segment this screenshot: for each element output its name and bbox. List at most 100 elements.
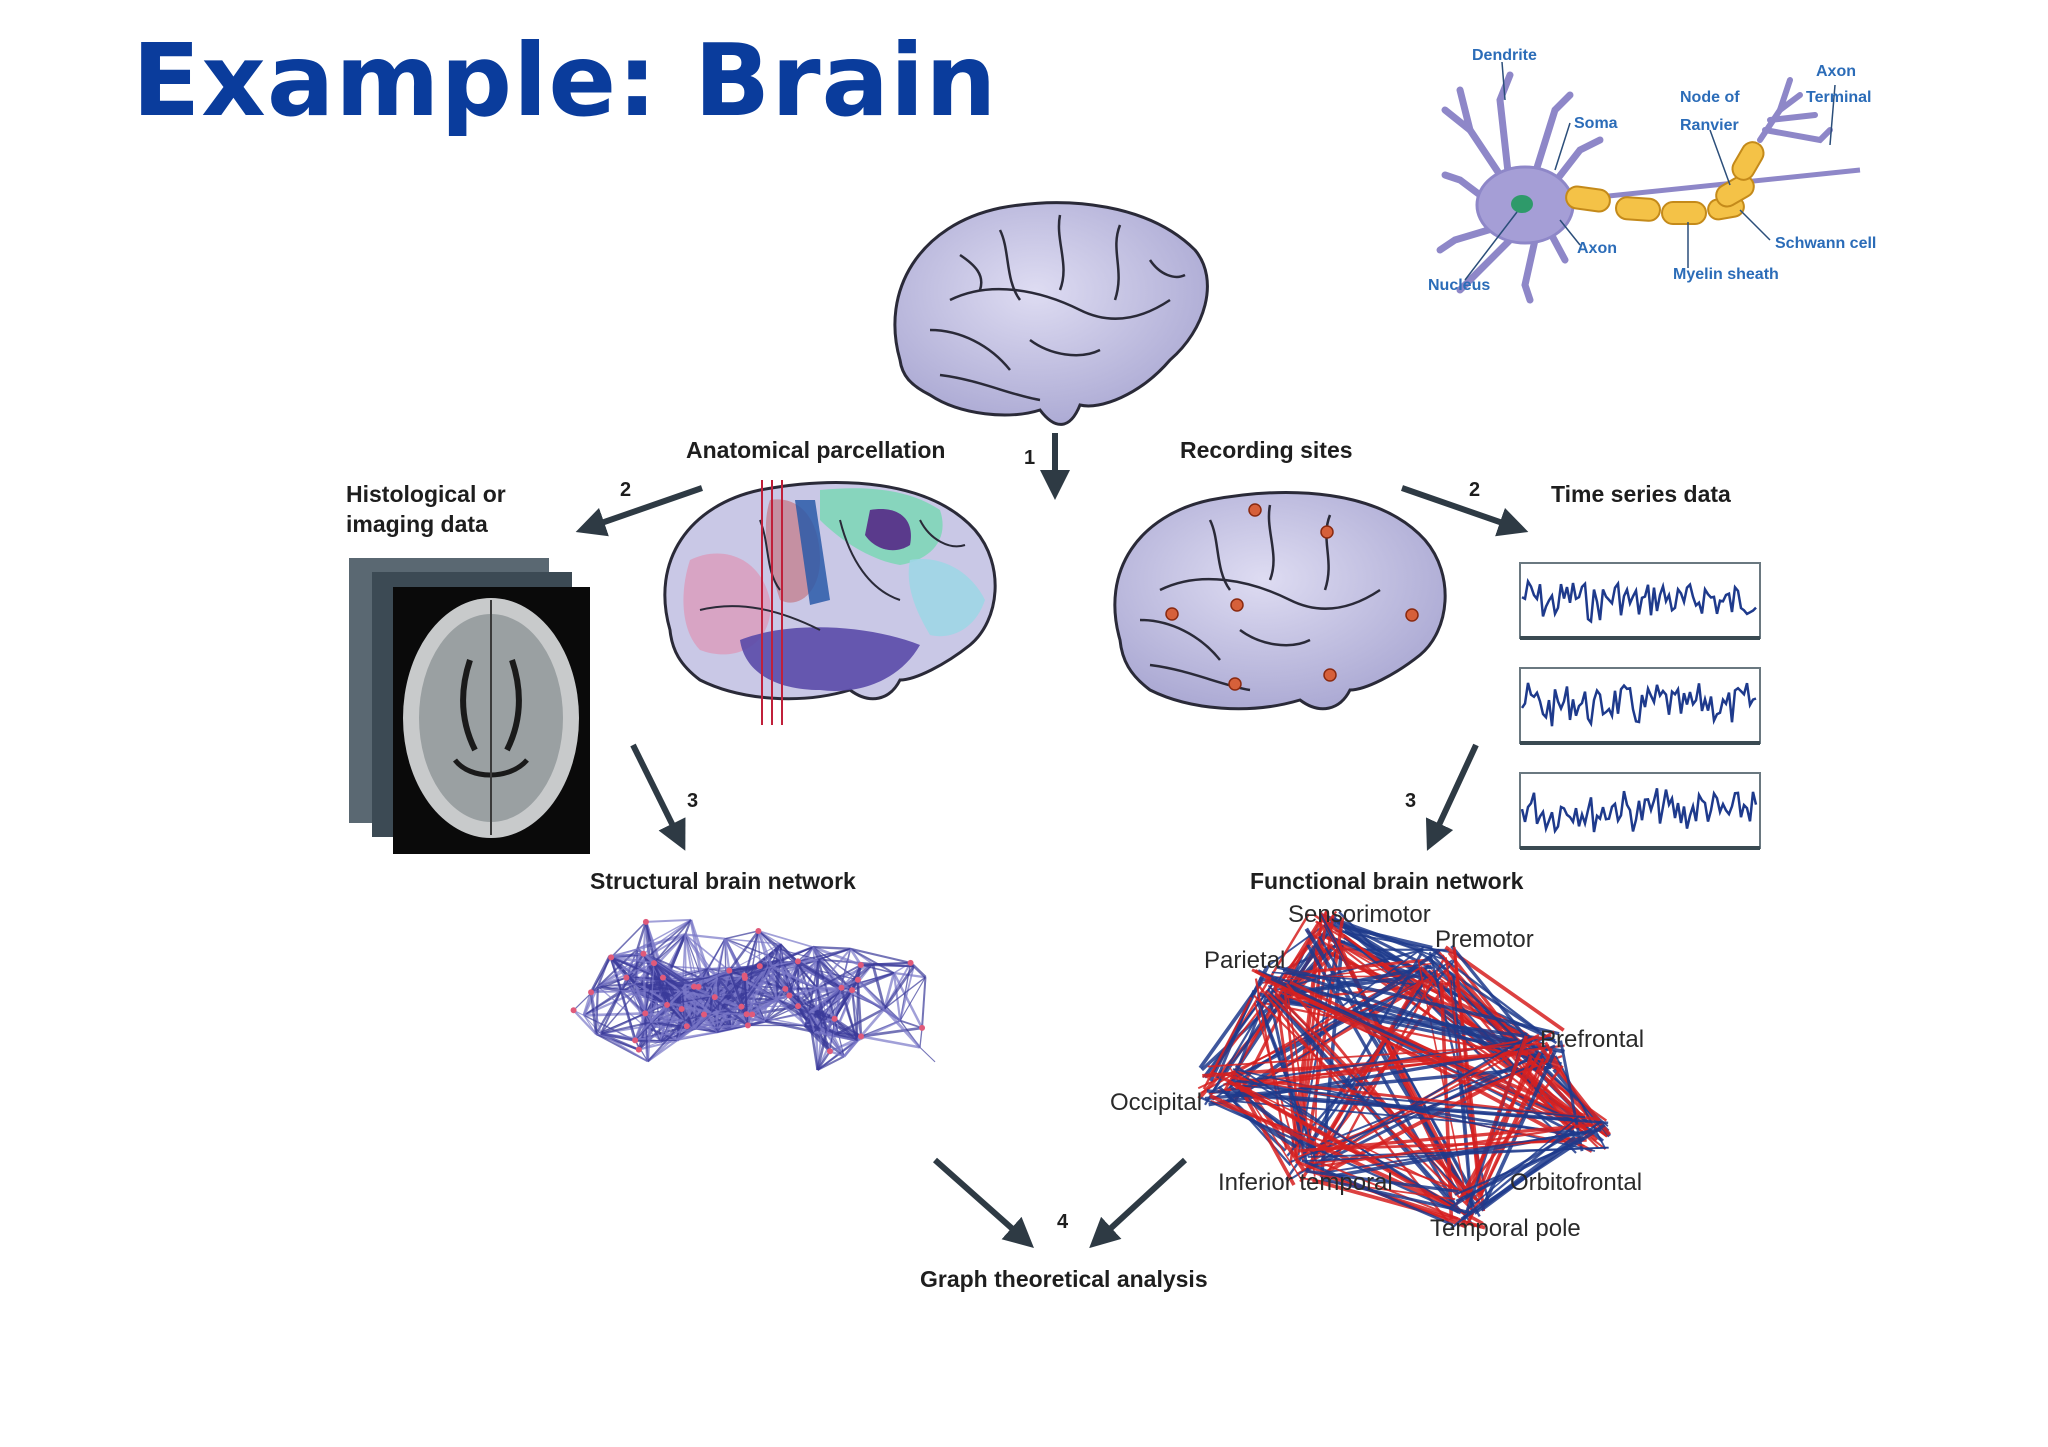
structural-edge (653, 919, 692, 964)
structural-edge (665, 981, 685, 1021)
functional-edge (1236, 1082, 1451, 1192)
structural-edge (642, 953, 647, 1014)
structural-edge (583, 989, 622, 1017)
structural-edge (812, 945, 851, 950)
structural-edge (816, 964, 862, 990)
structural-edge (841, 987, 885, 1010)
top-brain (893, 201, 1209, 426)
structural-node (683, 1023, 690, 1030)
functional-edge (1320, 1161, 1482, 1229)
structural-edge (610, 921, 647, 958)
structural-edge (757, 930, 799, 963)
structural-edge (653, 962, 684, 993)
structural-edge (728, 930, 760, 972)
structural-edge (743, 947, 778, 977)
structural-edge (883, 972, 896, 1010)
structural-edge (770, 965, 778, 1000)
structural-edge (729, 964, 772, 972)
structural-edge (829, 1018, 836, 1052)
structural-edge (681, 991, 686, 1021)
functional-edge (1234, 1069, 1306, 1172)
region-inferior-temporal: Inferior temporal (1218, 1169, 1393, 1196)
functional-edge (1480, 1120, 1603, 1212)
functional-edge (1301, 1159, 1454, 1227)
structural-edge (919, 1027, 923, 1048)
structural-edge (724, 938, 772, 967)
label-histological-line-2: imaging data (346, 511, 488, 537)
structural-node (738, 1003, 745, 1010)
structural-edge (670, 1001, 712, 1015)
functional-edge (1230, 1083, 1586, 1119)
structural-edge (797, 960, 843, 989)
arrow-step-4-left (933, 1157, 1034, 1248)
structural-edge (600, 1012, 646, 1035)
structural-edge (779, 943, 819, 990)
structural-edge (803, 1024, 831, 1053)
structural-edge (676, 1011, 713, 1042)
structural-edge (637, 919, 692, 950)
structural-edge (669, 990, 684, 1005)
structural-edge (649, 963, 655, 1023)
functional-edge (1321, 1177, 1472, 1215)
structural-edge (775, 960, 799, 1001)
recording-brain (1113, 491, 1447, 711)
structural-edge (650, 1019, 685, 1024)
parcellation-brain (663, 480, 997, 725)
functional-edge (1304, 917, 1345, 1155)
structural-edge (597, 985, 622, 993)
structural-edge (817, 986, 842, 990)
structural-edge (770, 964, 818, 990)
structural-edge (856, 978, 886, 1010)
structural-network-graph (570, 918, 936, 1071)
structural-node (826, 1048, 833, 1055)
structural-node (743, 1011, 750, 1018)
structural-edge (909, 961, 927, 979)
functional-edge (1232, 1068, 1596, 1152)
functional-edge (1308, 1126, 1576, 1169)
functional-edge (1228, 1037, 1552, 1085)
structural-edge (829, 1040, 858, 1052)
neuron-leader-lines (1464, 61, 1836, 281)
structural-node (711, 994, 718, 1001)
step-number-2-left: 2 (620, 479, 631, 501)
structural-edge (590, 992, 602, 1034)
label-schwann-cell: Schwann cell (1775, 235, 1876, 252)
structural-node (755, 927, 762, 934)
structural-edge (816, 987, 836, 1020)
structural-node (795, 1003, 802, 1010)
structural-edge (676, 1020, 685, 1041)
structural-edge (649, 1021, 662, 1043)
structural-edge (860, 964, 895, 974)
functional-edge (1274, 992, 1485, 1208)
functional-edge (1257, 1000, 1544, 1062)
structural-edge (856, 979, 859, 1041)
structural-edge (572, 1009, 597, 1035)
structural-edge (813, 987, 842, 1033)
structural-node (608, 954, 615, 961)
region-parietal: Parietal (1204, 947, 1285, 974)
structural-edge (808, 1012, 835, 1020)
structural-edge (681, 969, 730, 993)
structural-edge (757, 930, 761, 967)
structural-edge (716, 977, 721, 1012)
structural-edge (892, 972, 902, 1021)
functional-edge (1524, 1068, 1598, 1142)
structural-edge (669, 1002, 686, 1022)
structural-edge (764, 1020, 815, 1034)
structural-node (588, 989, 595, 996)
slide-title: Example: Brain (132, 22, 998, 139)
functional-edge (1316, 1138, 1587, 1151)
structural-edge (843, 1039, 859, 1058)
functional-edge (1554, 1055, 1607, 1150)
structural-edge (711, 1011, 747, 1016)
region-temporal-pole: Temporal pole (1430, 1215, 1581, 1242)
structural-node (831, 1015, 838, 1022)
structural-node (691, 983, 698, 990)
region-premotor: Premotor (1435, 926, 1534, 953)
structural-edge (710, 976, 719, 997)
structural-node (642, 1010, 649, 1017)
structural-edge (807, 1012, 819, 1071)
structural-edge (645, 1012, 685, 1022)
structural-edge (723, 938, 731, 971)
